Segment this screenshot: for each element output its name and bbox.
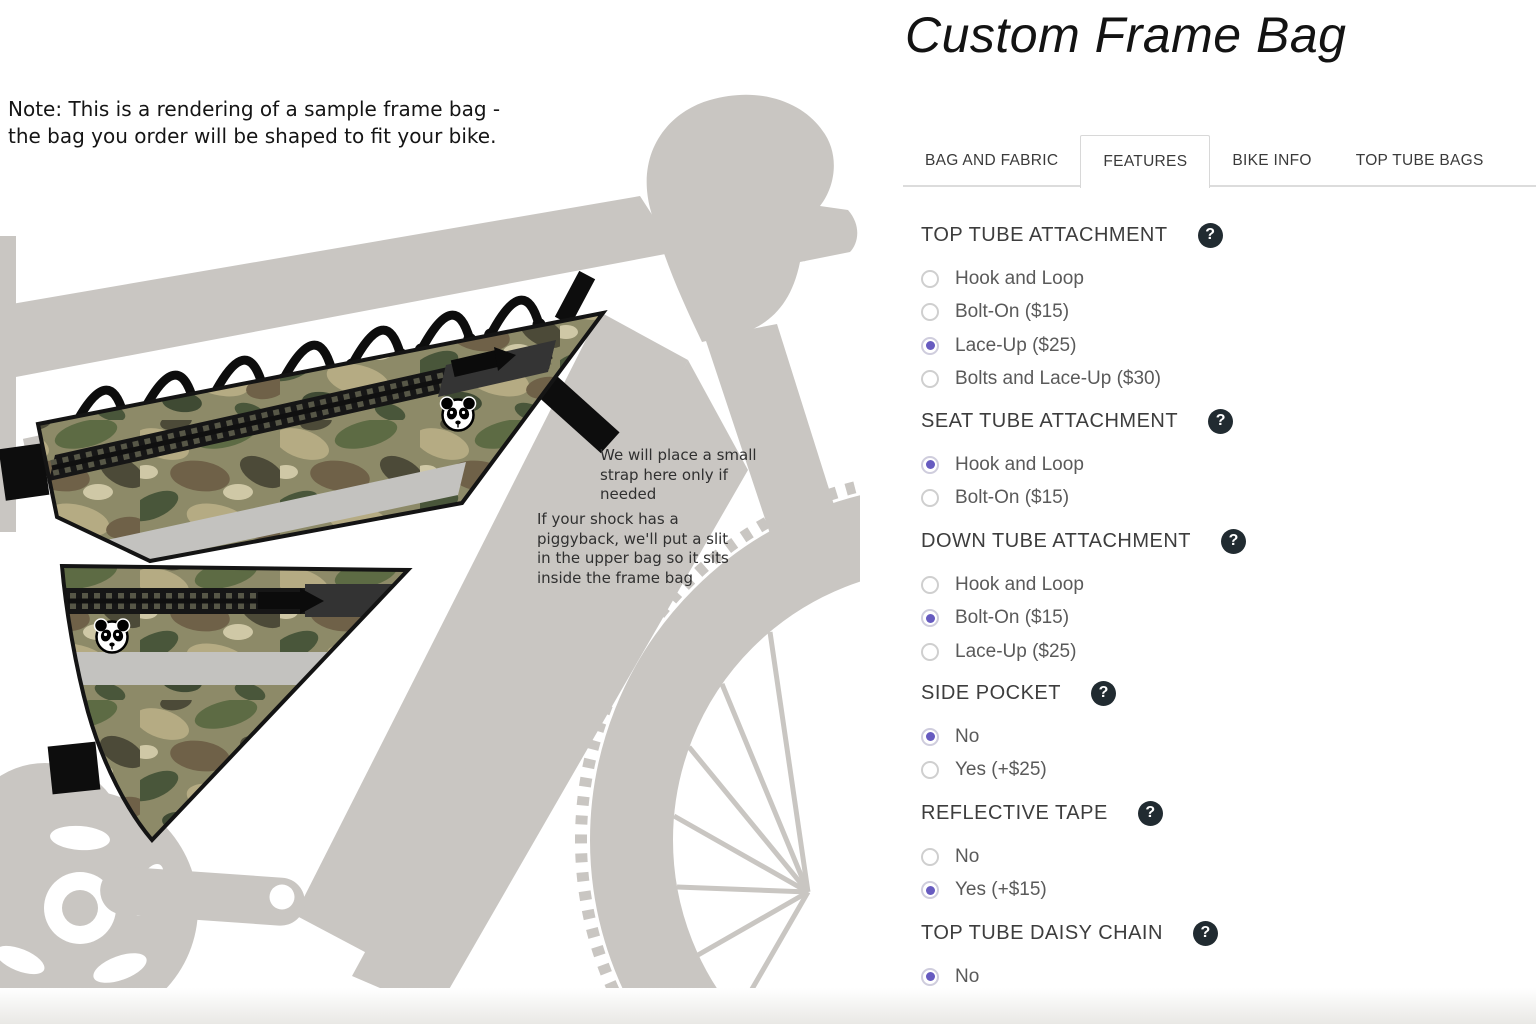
radio-option[interactable]: Yes (+$25) xyxy=(921,754,1047,788)
help-icon[interactable]: ? xyxy=(1221,529,1246,554)
tab-bag-and-fabric[interactable]: BAG AND FABRIC xyxy=(903,135,1080,186)
panda-logo-icon xyxy=(95,619,130,653)
radio-button[interactable] xyxy=(921,643,939,661)
radio-option[interactable]: Bolts and Lace-Up ($30) xyxy=(921,363,1161,397)
radio-button[interactable] xyxy=(921,728,939,746)
annotation-strap: We will place a small strap here only if… xyxy=(600,446,770,505)
radio-option[interactable]: Bolt-On ($15) xyxy=(921,296,1161,330)
help-icon[interactable]: ? xyxy=(1198,223,1223,248)
radio-option[interactable]: Lace-Up ($25) xyxy=(921,329,1161,363)
radio-label: Bolt-On ($15) xyxy=(955,301,1069,323)
radio-button[interactable] xyxy=(921,303,939,321)
radio-button[interactable] xyxy=(921,761,939,779)
radio-label: Hook and Loop xyxy=(955,268,1084,290)
radio-label: Bolt-On ($15) xyxy=(955,607,1069,629)
radio-option[interactable]: Hook and Loop xyxy=(921,568,1084,602)
help-icon[interactable]: ? xyxy=(1208,409,1233,434)
radio-option[interactable]: Hook and Loop xyxy=(921,262,1161,296)
rendering-note: Note: This is a rendering of a sample fr… xyxy=(8,96,568,150)
section-heading: SIDE POCKET xyxy=(921,680,1061,706)
annotation-shock: If your shock has a piggyback, we'll put… xyxy=(537,510,747,588)
radio-button[interactable] xyxy=(921,337,939,355)
help-icon[interactable]: ? xyxy=(1193,921,1218,946)
radio-label: Hook and Loop xyxy=(955,574,1084,596)
radio-label: Bolts and Lace-Up ($30) xyxy=(955,368,1161,390)
radio-option[interactable]: Bolt-On ($15) xyxy=(921,602,1084,636)
radio-label: Lace-Up ($25) xyxy=(955,335,1076,357)
radio-label: Hook and Loop xyxy=(955,454,1084,476)
section-heading: REFLECTIVE TAPE xyxy=(921,800,1108,826)
tabs-underline xyxy=(903,185,1536,187)
radio-option[interactable]: Yes (+$15) xyxy=(921,874,1047,908)
radio-label: No xyxy=(955,846,979,868)
radio-label: Yes (+$15) xyxy=(955,879,1047,901)
configurator-panel: Custom Frame Bag BAG AND FABRIC FEATURES… xyxy=(903,0,1536,1024)
page-title: Custom Frame Bag xyxy=(905,6,1346,64)
panda-logo-icon xyxy=(441,397,476,431)
radio-button[interactable] xyxy=(921,848,939,866)
tab-bike-info[interactable]: BIKE INFO xyxy=(1210,135,1333,186)
radio-option[interactable]: No xyxy=(921,840,1047,874)
radio-button[interactable] xyxy=(921,456,939,474)
tab-bar: BAG AND FABRIC FEATURES BIKE INFO TOP TU… xyxy=(903,135,1506,186)
radio-label: No xyxy=(955,966,979,988)
tab-features[interactable]: FEATURES xyxy=(1080,135,1210,188)
section-heading: TOP TUBE DAISY CHAIN xyxy=(921,920,1163,946)
section-heading: SEAT TUBE ATTACHMENT xyxy=(921,408,1178,434)
help-icon[interactable]: ? xyxy=(1138,801,1163,826)
radio-button[interactable] xyxy=(921,576,939,594)
radio-option[interactable]: Bolt-On ($15) xyxy=(921,482,1084,516)
radio-label: Lace-Up ($25) xyxy=(955,641,1076,663)
radio-button[interactable] xyxy=(921,370,939,388)
radio-label: Yes (+$25) xyxy=(955,759,1047,781)
help-icon[interactable]: ? xyxy=(1091,681,1116,706)
radio-button[interactable] xyxy=(921,489,939,507)
radio-button[interactable] xyxy=(921,968,939,986)
section-heading: DOWN TUBE ATTACHMENT xyxy=(921,528,1191,554)
radio-label: Bolt-On ($15) xyxy=(955,487,1069,509)
radio-button[interactable] xyxy=(921,270,939,288)
radio-option[interactable]: No xyxy=(921,720,1047,754)
radio-button[interactable] xyxy=(921,881,939,899)
tab-top-tube-bags[interactable]: TOP TUBE BAGS xyxy=(1334,135,1506,186)
section-heading: TOP TUBE ATTACHMENT xyxy=(921,222,1168,248)
radio-option[interactable]: Hook and Loop xyxy=(921,448,1084,482)
radio-button[interactable] xyxy=(921,609,939,627)
page-bottom-fade xyxy=(0,988,1536,1024)
radio-option[interactable]: Lace-Up ($25) xyxy=(921,635,1084,669)
radio-label: No xyxy=(955,726,979,748)
product-rendering-panel: Note: This is a rendering of a sample fr… xyxy=(0,0,860,1024)
